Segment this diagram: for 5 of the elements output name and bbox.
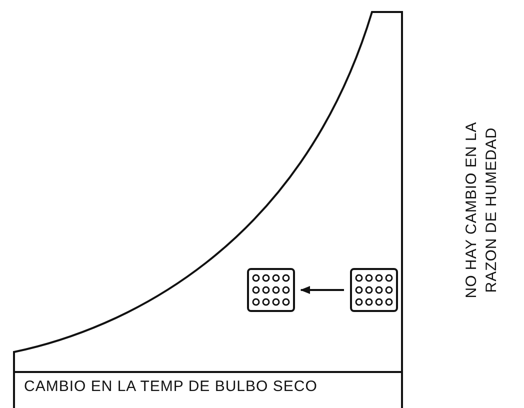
axis-label: CAMBIO EN LA TEMP DE BULBO SECO [24, 378, 318, 395]
axis-note: NO HAY CAMBIO EN LA RAZON DE HUMEDAD [462, 120, 501, 300]
dot-grid-icon [247, 268, 295, 312]
dot-grid-icon [350, 268, 398, 312]
arrow [300, 286, 344, 294]
